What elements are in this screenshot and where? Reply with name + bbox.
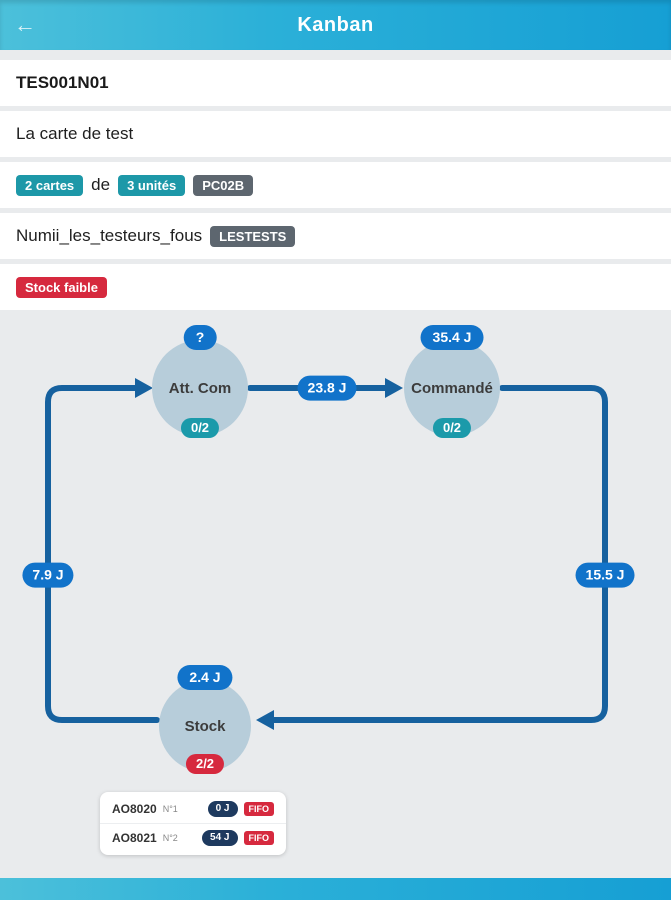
edge-right-time-badge: 15.5 J bbox=[575, 562, 635, 588]
commande-lead-time-badge: 35.4 J bbox=[420, 325, 484, 350]
quantity-row[interactable]: 2 cartes de 3 unités PC02B bbox=[0, 162, 671, 208]
stock-status-row[interactable]: Stock faible bbox=[0, 264, 671, 310]
team-name-text: Numii_les_testeurs_fous bbox=[16, 226, 203, 245]
back-arrow-icon[interactable]: ← bbox=[14, 12, 36, 37]
stock-count-badge: 2/2 bbox=[185, 753, 225, 774]
location-badge: PC02B bbox=[193, 174, 254, 196]
node-stock[interactable]: 2.4 J Stock 2/2 bbox=[159, 665, 251, 774]
card-info-section: TES001N01 La carte de test 2 cartes de 3… bbox=[0, 60, 671, 310]
cards-count-badge: 2 cartes bbox=[16, 174, 84, 196]
lot-reference: AO8020 bbox=[112, 802, 157, 816]
att-com-lead-time-badge: ? bbox=[183, 325, 217, 350]
stock-lots-card: AO8020 N°1 0 J FIFO AO8021 N°2 54 J FIFO bbox=[100, 792, 286, 855]
node-att-com[interactable]: ? Att. Com 0/2 bbox=[152, 325, 248, 438]
lot-age-badge: 0 J bbox=[207, 801, 238, 817]
att-com-count-badge: 0/2 bbox=[180, 417, 220, 438]
lot-number: N°1 bbox=[162, 804, 178, 814]
att-com-label: Att. Com bbox=[168, 379, 232, 397]
lot-reference: AO8021 bbox=[112, 831, 157, 845]
stock-status-badge: Stock faible bbox=[16, 276, 107, 298]
edge-left-time-badge: 7.9 J bbox=[22, 562, 74, 588]
commande-count-badge: 0/2 bbox=[432, 417, 472, 438]
stock-label: Stock bbox=[184, 717, 226, 735]
stock-lot-row[interactable]: AO8020 N°1 0 J FIFO bbox=[100, 795, 286, 823]
units-badge: 3 unités bbox=[118, 174, 186, 196]
app-header: ← Kanban bbox=[0, 0, 671, 50]
card-name-row[interactable]: La carte de test bbox=[0, 111, 671, 157]
node-commande[interactable]: 35.4 J Commandé 0/2 bbox=[404, 325, 500, 438]
reference-text: TES001N01 bbox=[16, 73, 109, 92]
commande-label: Commandé bbox=[411, 379, 493, 397]
team-row[interactable]: Numii_les_testeurs_fous LESTESTS bbox=[0, 213, 671, 259]
reference-row[interactable]: TES001N01 bbox=[0, 60, 671, 106]
lot-number: N°2 bbox=[162, 833, 178, 843]
stock-lead-time-badge: 2.4 J bbox=[177, 665, 233, 690]
fifo-badge: FIFO bbox=[243, 801, 274, 817]
team-badge: LESTESTS bbox=[210, 225, 296, 247]
page-title: Kanban bbox=[297, 13, 374, 36]
bottom-accent-bar bbox=[0, 878, 671, 900]
edge-top-time-badge: 23.8 J bbox=[297, 375, 357, 401]
fifo-badge: FIFO bbox=[243, 830, 274, 846]
card-name-text: La carte de test bbox=[16, 124, 134, 143]
stock-lot-row[interactable]: AO8021 N°2 54 J FIFO bbox=[100, 823, 286, 852]
lot-age-badge: 54 J bbox=[202, 830, 238, 846]
of-label: de bbox=[91, 175, 111, 194]
kanban-loop-diagram: ? Att. Com 0/2 35.4 J Commandé 0/2 2.4 J… bbox=[0, 310, 671, 878]
